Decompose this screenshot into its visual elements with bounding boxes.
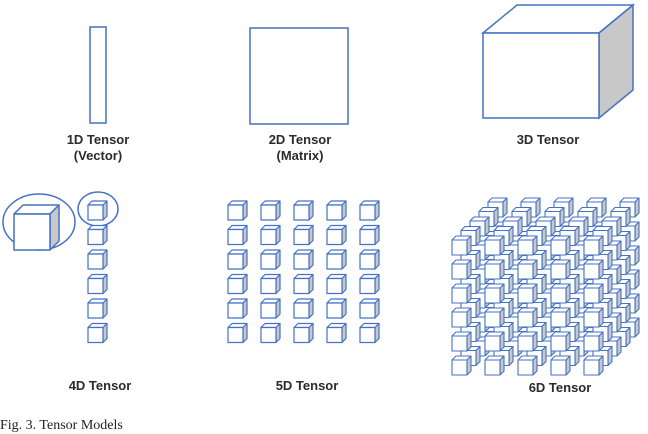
cube <box>326 249 347 270</box>
figure-caption: Fig. 3. Tensor Models <box>0 418 123 433</box>
5d-cubes <box>227 200 380 344</box>
cube <box>293 298 314 319</box>
cube <box>260 249 281 270</box>
cube <box>326 200 347 221</box>
cube <box>87 200 108 221</box>
cube <box>293 249 314 270</box>
cube <box>484 331 505 352</box>
cube <box>326 224 347 246</box>
cube <box>359 200 380 221</box>
label-1d-sub: (Vector) <box>73 148 123 163</box>
cube <box>227 200 248 221</box>
cube <box>550 355 571 376</box>
cube <box>87 249 108 270</box>
cube <box>550 283 571 304</box>
cube <box>583 283 604 304</box>
label-4d: 4D Tensor <box>68 378 132 393</box>
cube <box>326 322 347 344</box>
cube <box>517 235 538 256</box>
cube <box>293 273 314 295</box>
cube <box>583 355 604 376</box>
cube <box>87 298 108 319</box>
cube <box>484 355 505 376</box>
cube <box>517 331 538 352</box>
label-5d: 5D Tensor <box>275 378 339 393</box>
cube <box>326 273 347 295</box>
cube <box>451 307 472 328</box>
cube <box>517 283 538 304</box>
cube <box>227 249 248 270</box>
cube <box>451 235 472 256</box>
cube <box>87 273 108 295</box>
label-2d-title: 2D Tensor <box>268 132 332 147</box>
cube <box>583 259 604 280</box>
cube <box>583 331 604 352</box>
cube <box>293 224 314 246</box>
cube <box>87 322 108 344</box>
cube <box>260 273 281 295</box>
cube <box>227 322 248 344</box>
cube <box>260 298 281 319</box>
cube <box>359 249 380 270</box>
cube <box>550 307 571 328</box>
cube <box>451 331 472 352</box>
cube <box>451 355 472 376</box>
cube <box>451 259 472 280</box>
cube <box>550 259 571 280</box>
cube <box>293 322 314 344</box>
cube <box>517 307 538 328</box>
cube <box>451 283 472 304</box>
6d-cubes <box>451 197 640 376</box>
cube <box>359 273 380 295</box>
label-6d: 6D Tensor <box>528 380 592 395</box>
cube <box>260 224 281 246</box>
label-2d: 2D Tensor (Matrix) <box>240 132 360 164</box>
cube <box>293 200 314 221</box>
cube <box>227 298 248 319</box>
cube <box>583 307 604 328</box>
cube <box>484 307 505 328</box>
cube <box>484 283 505 304</box>
cube <box>326 298 347 319</box>
cube <box>583 235 604 256</box>
cube <box>227 273 248 295</box>
cube <box>227 224 248 246</box>
cube <box>87 224 108 246</box>
label-1d-title: 1D Tensor <box>66 132 130 147</box>
cube <box>484 235 505 256</box>
cube <box>517 355 538 376</box>
cube <box>359 298 380 319</box>
cube <box>550 331 571 352</box>
cube-shape <box>480 3 636 120</box>
cube <box>359 322 380 344</box>
vector-shape <box>89 26 107 124</box>
label-3d: 3D Tensor <box>516 132 580 147</box>
cube <box>260 200 281 221</box>
matrix-shape <box>249 27 349 125</box>
cube <box>13 204 60 251</box>
4d-cubes <box>13 200 108 344</box>
cube <box>484 259 505 280</box>
cube <box>517 259 538 280</box>
label-2d-sub: (Matrix) <box>276 148 324 163</box>
cube <box>260 322 281 344</box>
cube <box>550 235 571 256</box>
label-1d: 1D Tensor (Vector) <box>38 132 158 164</box>
cube <box>359 224 380 246</box>
